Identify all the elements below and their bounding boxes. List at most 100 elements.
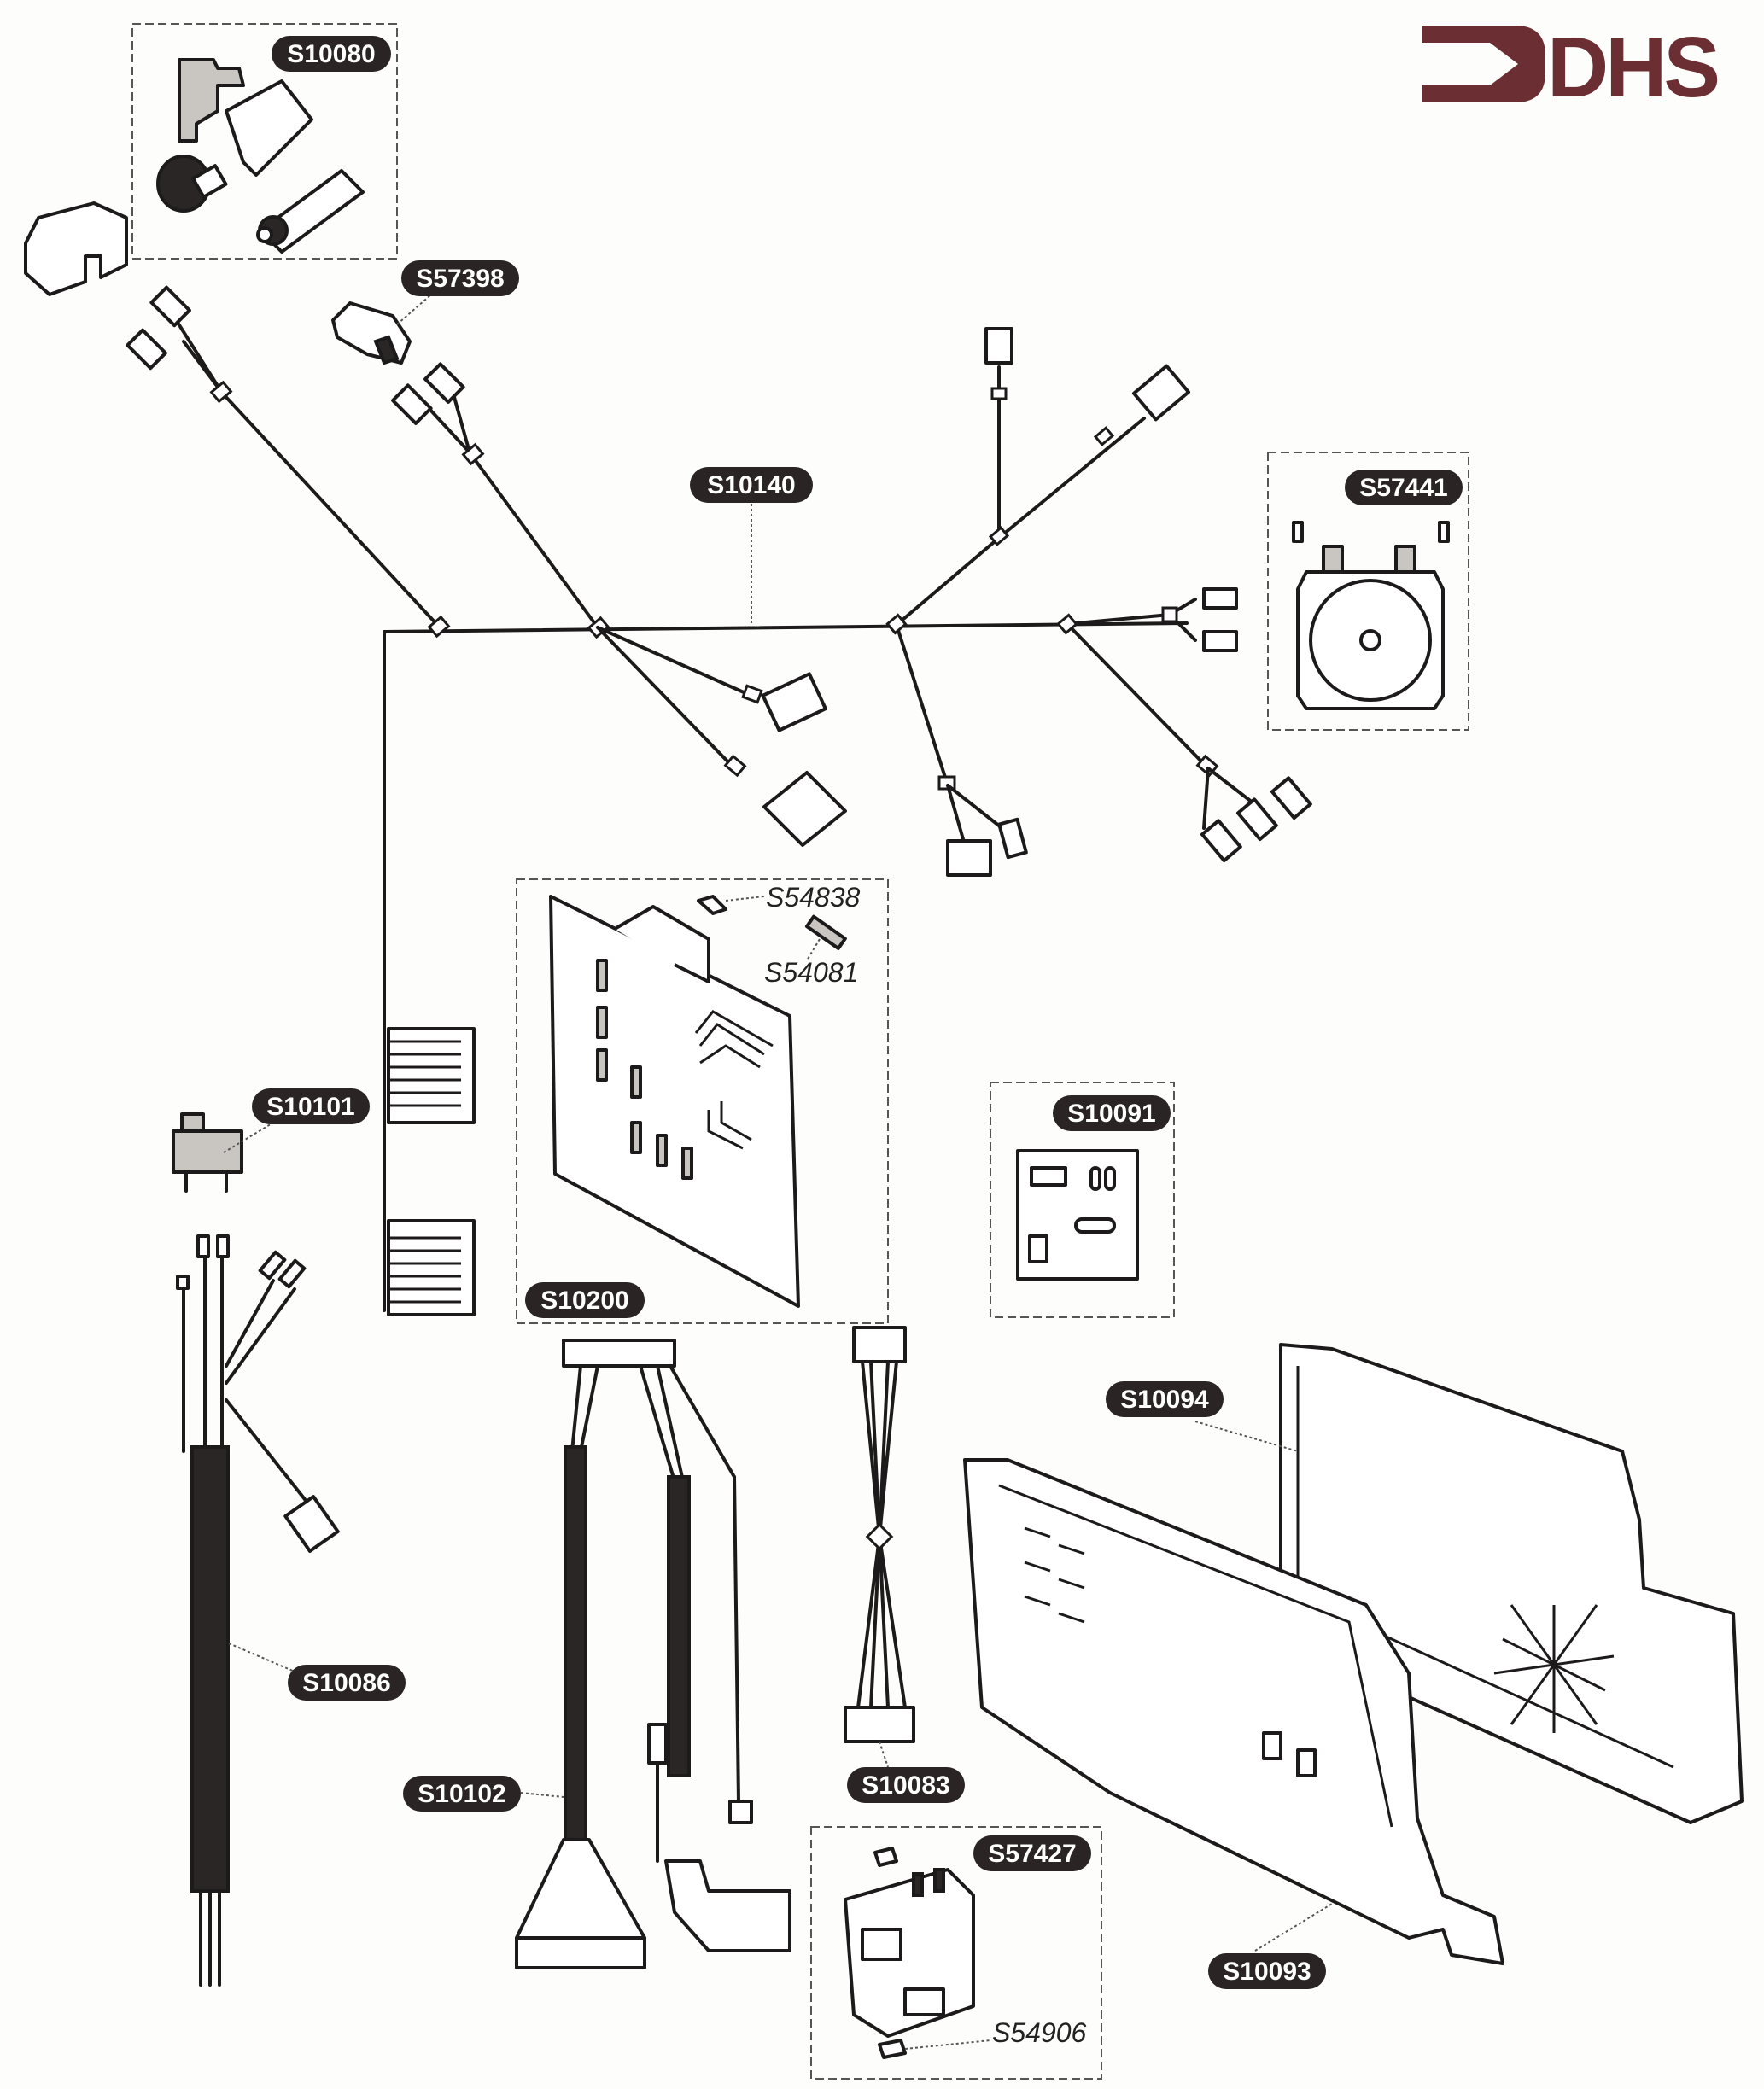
part-s10101-group[interactable]: S10101 — [172, 1088, 370, 1193]
harness-trunk — [383, 621, 1189, 1312]
harness-branch-left — [220, 391, 441, 629]
s10086-label: S10086 — [302, 1669, 390, 1697]
s54081-label: S54081 — [764, 957, 858, 988]
part-s10093-group[interactable]: S10093 — [963, 1458, 1504, 1989]
screw-icon — [1292, 521, 1304, 543]
part-s10083-group[interactable]: S10083 — [844, 1326, 965, 1803]
wire — [225, 1279, 275, 1368]
s10200-dashed-box — [516, 878, 889, 1324]
spade-connector — [216, 1234, 230, 1258]
seal-component — [178, 58, 245, 143]
housing-inner-edge — [998, 1484, 1393, 1828]
s54081-leader — [806, 938, 821, 961]
pcb-component — [681, 1147, 693, 1180]
part-s10094-group[interactable]: S10094 — [1106, 1343, 1744, 1824]
s10093-leader — [1254, 1903, 1333, 1952]
s54906-screw — [878, 2039, 907, 2059]
plate-slot — [1089, 1166, 1101, 1191]
pcb-transformer — [613, 905, 710, 983]
spade-connector — [149, 285, 191, 328]
s10102-label: S10102 — [418, 1780, 505, 1808]
wire — [669, 1364, 736, 1479]
s54838-label: S54838 — [766, 882, 861, 913]
relay-slot — [903, 1987, 945, 2016]
part-s10091-group[interactable]: S10091 — [990, 1082, 1175, 1318]
wire — [656, 1364, 685, 1483]
logo-text: DHS — [1547, 20, 1717, 115]
part-s57427-group[interactable]: S54906 S57427 — [810, 1826, 1102, 2080]
pcb-component — [656, 1134, 668, 1167]
pcb-component — [596, 1006, 608, 1039]
switch-actuator — [180, 1112, 205, 1133]
relay-terminal — [912, 1872, 924, 1897]
s10102-leader — [520, 1792, 564, 1798]
s10102-badge — [403, 1776, 521, 1812]
s10086-sleeving — [190, 1445, 230, 1893]
s54906-leader — [904, 2039, 991, 2050]
cable-tie — [1161, 606, 1178, 623]
part-s57398-group[interactable]: S57398 — [331, 260, 519, 365]
tube-nozzle — [256, 226, 273, 243]
relay-terminal — [933, 1868, 945, 1893]
spade-connector — [277, 1258, 307, 1289]
plate-slot — [1074, 1217, 1116, 1234]
wire — [733, 1475, 740, 1803]
cable-tie — [990, 387, 1008, 400]
s10093-housing — [963, 1458, 1504, 1965]
s57441-label: S57441 — [1359, 474, 1447, 502]
part-s10102-group[interactable]: S10102 — [403, 1339, 791, 1969]
spade-connector — [423, 362, 465, 404]
s10102-connector — [562, 1339, 676, 1368]
spade-connector — [1200, 819, 1242, 863]
wire — [878, 1360, 898, 1538]
s57398-component — [331, 301, 412, 365]
s10094-label: S10094 — [1120, 1386, 1209, 1414]
pcb-component — [630, 1065, 642, 1099]
cable-tie — [885, 613, 908, 635]
diaphragm-centre — [1359, 629, 1381, 651]
multi-pin-plug — [1131, 364, 1191, 422]
wire — [946, 784, 967, 847]
s10093-label: S10093 — [1223, 1958, 1311, 1986]
part-s10140-harness[interactable]: S10140 — [126, 285, 1312, 1316]
connector-pins-upper — [388, 1040, 461, 1107]
wire — [878, 1535, 907, 1709]
s10083-bottom-connector — [844, 1706, 915, 1743]
s57398-label: S57398 — [416, 265, 504, 293]
wire — [869, 1360, 881, 1538]
part-s10200-group[interactable]: S54838 S54081 S10200 — [516, 878, 889, 1324]
s10080-badge — [272, 36, 391, 72]
spade-connector — [1202, 630, 1238, 652]
cable-tie — [427, 615, 451, 639]
s10083-label: S10083 — [862, 1771, 949, 1800]
pcb-component — [630, 1121, 642, 1154]
plate-slot — [1030, 1166, 1067, 1187]
cable-tie — [865, 1522, 894, 1551]
plug-base — [515, 1936, 646, 1969]
pcb-component — [596, 959, 608, 992]
s57398-leader — [396, 294, 432, 325]
part-s10080-group[interactable]: S10080 — [24, 23, 398, 296]
s10083-top-connector — [852, 1326, 907, 1363]
s10083-badge — [847, 1767, 965, 1803]
s54081-fuse — [804, 914, 847, 950]
s57427-label: S57427 — [988, 1840, 1076, 1868]
s10102-sleeving-right — [667, 1475, 691, 1777]
cable-tie — [1093, 426, 1115, 446]
part-s10086-group[interactable]: S10086 — [176, 1234, 406, 1987]
grommet-clip — [191, 164, 228, 199]
cable-tie — [988, 526, 1010, 546]
s10083-leader — [879, 1741, 889, 1768]
plate-slot — [1104, 1166, 1116, 1191]
switch-nozzle — [1322, 545, 1344, 574]
s10140-label: S10140 — [707, 471, 795, 499]
plug-square — [762, 771, 847, 847]
s10091-dashed-box — [990, 1082, 1175, 1318]
multi-pin-plug — [761, 672, 827, 732]
cable-tie — [741, 684, 763, 704]
dhs-logo: DHS — [1422, 20, 1720, 115]
s10094-badge — [1106, 1381, 1224, 1417]
spade-connector — [1202, 587, 1238, 610]
part-s57441-group[interactable]: S57441 — [1267, 452, 1469, 731]
wire — [596, 626, 736, 770]
